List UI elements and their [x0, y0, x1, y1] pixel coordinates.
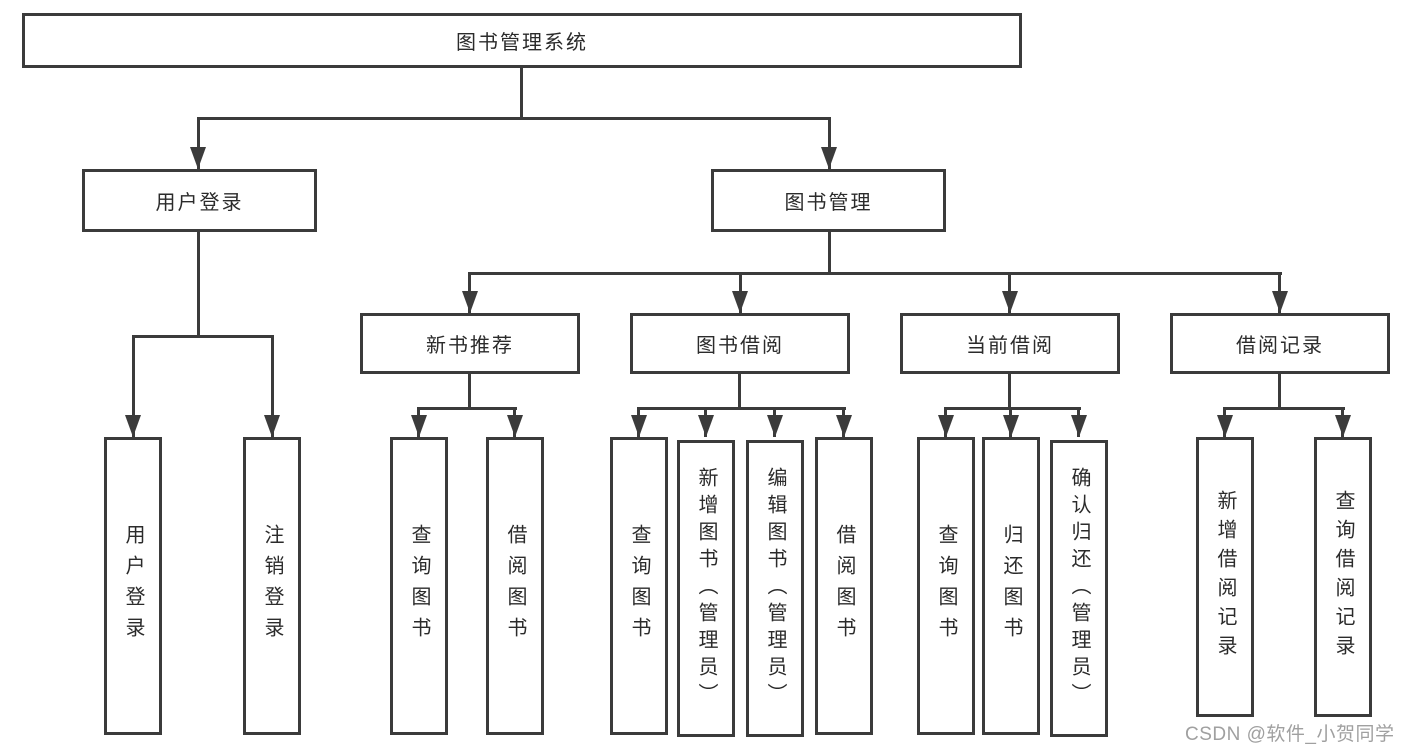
- leaf-label: 查询借阅记录: [1332, 490, 1354, 664]
- connector-line: [197, 232, 200, 335]
- leaf-logout: 注销登录: [243, 437, 301, 735]
- leaf-query-books-2: 查询图书: [610, 437, 668, 735]
- node-user-login: 用户登录: [82, 169, 317, 232]
- csdn-watermark: CSDN @软件_小贺同学: [1185, 724, 1395, 745]
- leaf-label: 新增借阅记录: [1214, 490, 1236, 664]
- arrowhead-icon: [698, 415, 714, 437]
- connector-line: [637, 407, 846, 410]
- node-label: 图书管理: [784, 192, 873, 214]
- leaf-label: 确认归还（管理员）: [1068, 467, 1090, 710]
- leaf-label: 新增图书（管理员）: [695, 467, 717, 710]
- leaf-user-login: 用户登录: [104, 437, 162, 735]
- arrowhead-icon: [507, 415, 523, 437]
- leaf-add-borrow-record: 新增借阅记录: [1196, 437, 1254, 717]
- arrowhead-icon: [1335, 415, 1351, 437]
- connector-line: [197, 117, 200, 169]
- node-label: 当前借阅: [966, 335, 1054, 357]
- connector-line: [1008, 374, 1011, 407]
- arrowhead-icon: [938, 415, 954, 437]
- arrowhead-icon: [631, 415, 647, 437]
- arrowhead-icon: [836, 415, 852, 437]
- arrowhead-icon: [1003, 415, 1019, 437]
- connector-line: [520, 68, 523, 117]
- node-book-borrowing: 图书借阅: [630, 313, 850, 374]
- leaf-query-books-3: 查询图书: [917, 437, 975, 735]
- leaf-edit-books-admin: 编辑图书（管理员）: [746, 440, 804, 737]
- leaf-label: 查询图书: [935, 524, 957, 648]
- arrowhead-icon: [125, 415, 141, 437]
- node-label: 图书管理系统: [456, 32, 588, 54]
- leaf-label: 注销登录: [261, 524, 283, 648]
- connector-line: [197, 117, 831, 120]
- arrowhead-icon: [1071, 415, 1087, 437]
- connector-line: [271, 335, 274, 437]
- leaf-confirm-return-admin: 确认归还（管理员）: [1050, 440, 1108, 737]
- leaf-query-books-1: 查询图书: [390, 437, 448, 735]
- leaf-label: 借阅图书: [504, 524, 526, 648]
- node-label: 图书借阅: [696, 335, 784, 357]
- connector-line: [1278, 374, 1281, 407]
- connector-line: [468, 272, 1282, 275]
- arrowhead-icon: [732, 291, 748, 313]
- node-book-management: 图书管理: [711, 169, 946, 232]
- arrowhead-icon: [411, 415, 427, 437]
- connector-line: [1223, 407, 1345, 410]
- connector-line: [417, 407, 517, 410]
- node-new-book-recommendation: 新书推荐: [360, 313, 580, 374]
- arrowhead-icon: [1002, 291, 1018, 313]
- leaf-label: 归还图书: [1000, 524, 1022, 648]
- leaf-query-borrow-record: 查询借阅记录: [1314, 437, 1372, 717]
- connector-line: [738, 374, 741, 407]
- arrowhead-icon: [1272, 291, 1288, 313]
- leaf-borrow-books-2: 借阅图书: [815, 437, 873, 735]
- node-label: 新书推荐: [426, 335, 514, 357]
- arrowhead-icon: [462, 291, 478, 313]
- connector-line: [944, 407, 1081, 410]
- leaf-label: 编辑图书（管理员）: [764, 467, 786, 710]
- leaf-add-books-admin: 新增图书（管理员）: [677, 440, 735, 737]
- leaf-label: 查询图书: [628, 524, 650, 648]
- connector-line: [468, 374, 471, 407]
- leaf-label: 用户登录: [122, 524, 144, 648]
- arrowhead-icon: [190, 147, 206, 169]
- leaf-label: 查询图书: [408, 524, 430, 648]
- connector-line: [132, 335, 274, 338]
- leaf-return-books: 归还图书: [982, 437, 1040, 735]
- node-borrowing-records: 借阅记录: [1170, 313, 1390, 374]
- node-current-borrowing: 当前借阅: [900, 313, 1120, 374]
- arrowhead-icon: [821, 147, 837, 169]
- node-label: 借阅记录: [1236, 335, 1324, 357]
- connector-line: [828, 232, 831, 272]
- node-label: 用户登录: [155, 192, 244, 214]
- connector-line: [828, 117, 831, 169]
- arrowhead-icon: [1217, 415, 1233, 437]
- arrowhead-icon: [767, 415, 783, 437]
- node-library-management-system: 图书管理系统: [22, 13, 1022, 68]
- leaf-label: 借阅图书: [833, 524, 855, 648]
- arrowhead-icon: [264, 415, 280, 437]
- connector-line: [132, 335, 135, 437]
- leaf-borrow-books-1: 借阅图书: [486, 437, 544, 735]
